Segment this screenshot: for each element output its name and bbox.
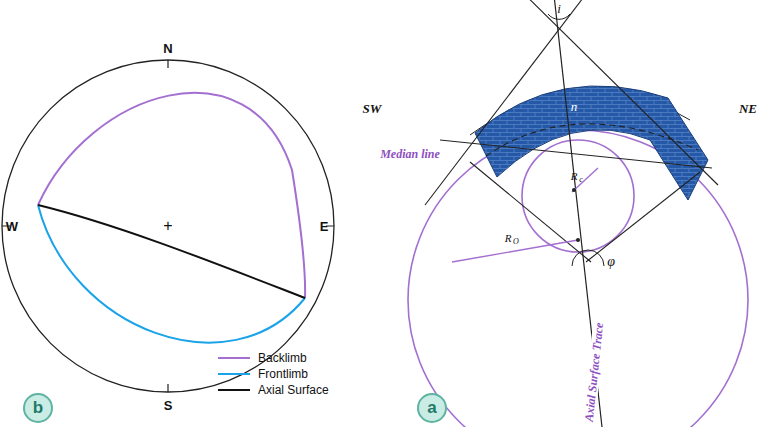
axial-trace-label: Axial Surface Trace [583, 321, 606, 423]
panel-letter-text: b [33, 398, 43, 418]
center-mark: + [163, 218, 172, 234]
panel-letter: b [23, 393, 53, 423]
angle-label: φ [607, 255, 615, 269]
compass-label: S [164, 399, 173, 412]
radius-subscript: c [579, 176, 583, 184]
radius-label: R [571, 171, 578, 182]
panel-letter: a [417, 393, 447, 423]
direction-label: SW [363, 102, 382, 115]
legend-entry: Axial Surface [258, 383, 329, 397]
angle-label: i [557, 2, 561, 15]
median-line-label: Median line [379, 148, 441, 160]
panel-letter-text: a [427, 398, 436, 418]
compass-label: E [320, 220, 329, 233]
radius-subscript: O [513, 238, 519, 246]
legend-entry: Frontlimb [258, 367, 308, 381]
compass-label: N [163, 42, 172, 55]
hinge-label: n [571, 100, 578, 113]
radius-label: R [505, 233, 512, 244]
direction-label: NE [739, 102, 757, 115]
compass-label: W [6, 220, 18, 233]
legend-entry: Backlimb [258, 351, 307, 365]
